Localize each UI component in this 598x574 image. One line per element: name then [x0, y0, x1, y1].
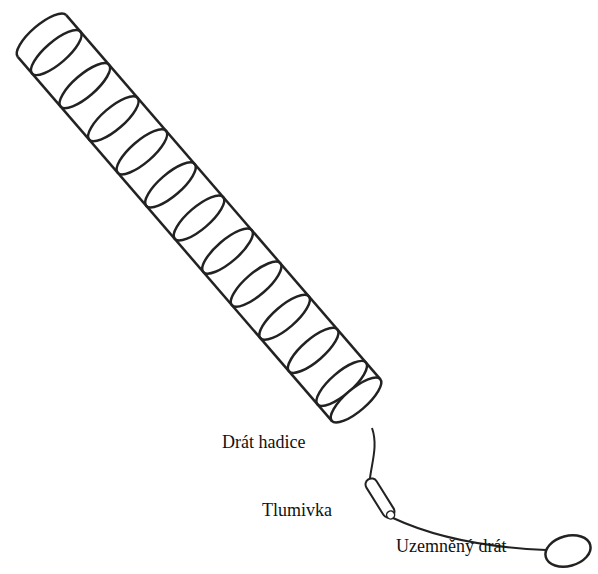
part-label: Uzemněný drát	[396, 536, 506, 558]
hose-wire	[370, 428, 375, 478]
coil-winding	[25, 23, 88, 81]
hose-side	[66, 15, 380, 379]
hose-end	[325, 371, 388, 429]
part-label: Drát hadice	[222, 432, 305, 454]
coil-winding	[225, 255, 288, 313]
coil-winding	[110, 123, 173, 181]
coil-winding	[168, 189, 231, 247]
ground-loop	[542, 531, 594, 572]
hose-end	[11, 7, 67, 57]
coil-winding	[53, 56, 116, 114]
coil-winding	[196, 222, 259, 280]
coil-winding	[253, 288, 316, 346]
choke-symbol	[363, 476, 398, 521]
hose-coil	[11, 7, 388, 429]
coil-winding	[282, 321, 345, 379]
coil-winding	[82, 89, 145, 147]
coil-winding	[139, 156, 202, 214]
hose-side	[18, 57, 332, 421]
part-label: Tlumivka	[262, 500, 332, 522]
